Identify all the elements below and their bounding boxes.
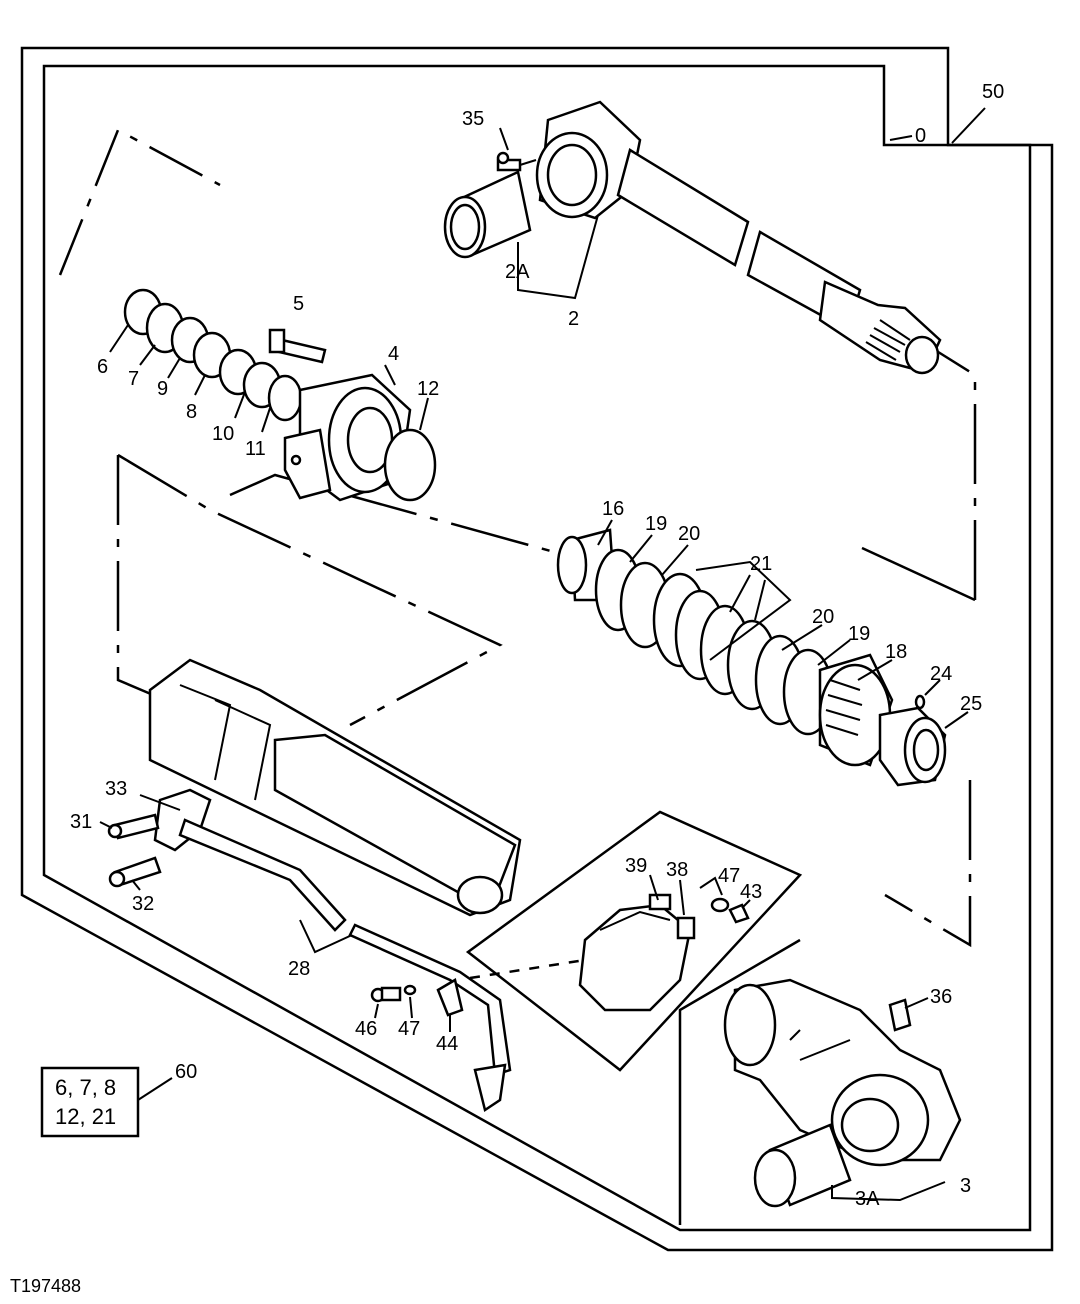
callout-25: 25: [960, 693, 982, 715]
callout-47-a: 47: [718, 865, 740, 887]
callout-50: 50: [982, 81, 1004, 103]
callout-24: 24: [930, 663, 952, 685]
kit-box-line-2: 12, 21: [55, 1104, 116, 1129]
bushing-3A: [753, 1123, 852, 1208]
callout-0: 0: [915, 125, 926, 147]
callout-39: 39: [625, 855, 647, 877]
callout-3: 3: [960, 1175, 971, 1197]
clamp: [578, 893, 696, 1012]
figure-reference: T197488: [10, 1276, 81, 1296]
kit-box: [40, 1066, 140, 1138]
grease-fitting-36: [888, 998, 912, 1032]
callout-46: 46: [355, 1018, 377, 1040]
callout-2: 2: [568, 308, 579, 330]
callout-33: 33: [105, 778, 127, 800]
callout-44: 44: [436, 1033, 458, 1055]
piston-assembly: [556, 528, 947, 787]
callout-2A: 2A: [505, 261, 530, 283]
callout-12: 12: [417, 378, 439, 400]
grease-fitting-35: [496, 151, 522, 172]
callout-10: 10: [212, 423, 234, 445]
callout-19-b: 19: [848, 623, 870, 645]
rod-bushing: [443, 170, 532, 259]
callout-11: 11: [245, 438, 266, 460]
callout-18: 18: [885, 641, 907, 663]
callout-60: 60: [175, 1061, 197, 1083]
cylinder-tube-end: [723, 978, 962, 1167]
tube-clip-44: [436, 978, 464, 1017]
callout-16: 16: [602, 498, 624, 520]
rod-guide-head: [283, 373, 412, 502]
callout-3A: 3A: [855, 1188, 880, 1210]
cylinder-barrel: [148, 658, 522, 917]
callout-6: 6: [97, 356, 108, 378]
callout-5: 5: [293, 293, 304, 315]
o-ring-12: [383, 428, 437, 502]
hydraulic-tube: [153, 788, 512, 1113]
o-ring-47: [403, 984, 417, 996]
callout-47-b: 47: [398, 1018, 420, 1040]
cap-screw-5: [268, 328, 327, 364]
callout-8: 8: [186, 401, 197, 423]
callout-21: 21: [750, 553, 772, 575]
callout-20-a: 20: [678, 523, 700, 545]
callout-4: 4: [388, 343, 399, 365]
callout-31: 31: [70, 811, 92, 833]
callout-35: 35: [462, 108, 484, 130]
callout-43: 43: [740, 881, 762, 903]
kit-box-line-1: 6, 7, 8: [55, 1075, 116, 1100]
seal-rings: [123, 288, 303, 422]
group-50-boundary: [20, 46, 1054, 1252]
callout-20-b: 20: [812, 606, 834, 628]
callout-36: 36: [930, 986, 952, 1008]
callout-19-a: 19: [645, 513, 667, 535]
callout-7: 7: [128, 368, 139, 390]
callout-38: 38: [666, 859, 688, 881]
bolt-46: [370, 986, 402, 1003]
bolt-31: [107, 813, 160, 840]
callout-9: 9: [157, 378, 168, 400]
group-0-boundary: [42, 64, 1032, 1232]
piston-rod: [535, 100, 942, 375]
callout-28: 28: [288, 958, 310, 980]
callout-32: 32: [132, 893, 154, 915]
bolt-32: [108, 856, 162, 888]
